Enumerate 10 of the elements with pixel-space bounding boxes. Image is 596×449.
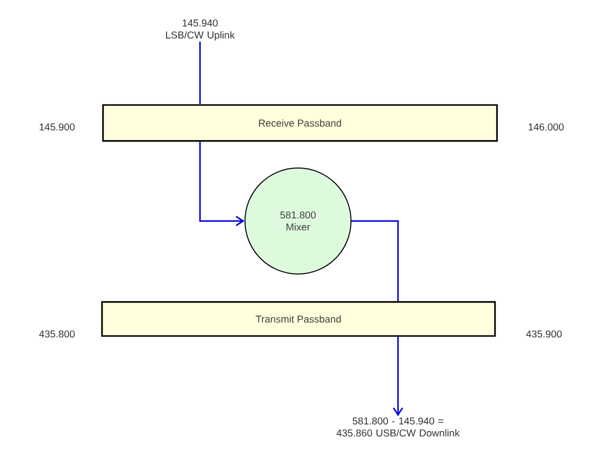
- side-label: 435.900: [526, 330, 562, 338]
- passband-box: Transmit Passband: [101, 301, 496, 337]
- side-label: 146.000: [528, 123, 564, 131]
- passband-box: Receive Passband: [102, 104, 498, 142]
- frequency-label: 145.940 LSB/CW Uplink: [166, 19, 235, 41]
- frequency-label: 581.800 - 145.940 = 435.860 USB/CW Downlink: [336, 417, 460, 437]
- arrow: [392, 336, 404, 416]
- side-label: 435.800: [39, 330, 75, 338]
- side-label: 145.900: [40, 123, 75, 131]
- arrow: [199, 142, 244, 226]
